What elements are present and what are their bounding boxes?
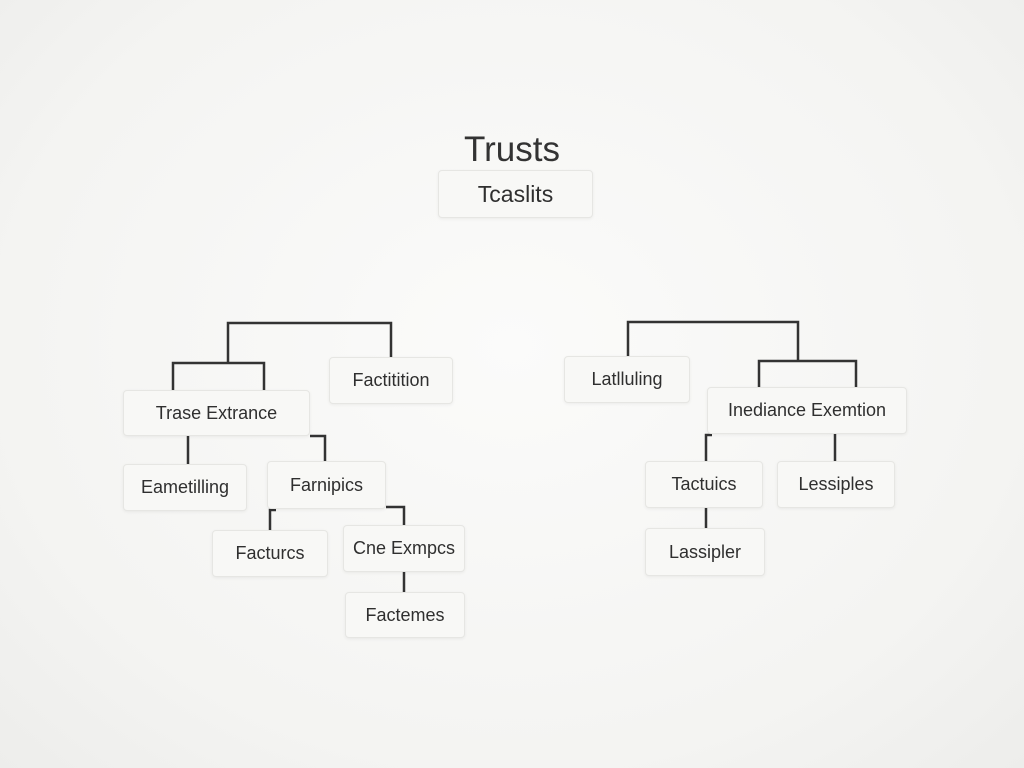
connector: [704, 433, 712, 461]
connector: [310, 434, 327, 461]
diagram-title: Trusts: [464, 130, 560, 169]
node-lessiples: Lessiples: [777, 461, 895, 508]
connector: [268, 508, 276, 530]
connector: [757, 359, 858, 387]
connector: [386, 505, 406, 525]
subtitle-box: Tcaslits: [438, 170, 593, 218]
node-eametilling: Eametilling: [123, 464, 247, 511]
node-tactuics: Tactuics: [645, 461, 763, 508]
connector: [226, 321, 393, 363]
node-cne-exmpcs: Cne Exmpcs: [343, 525, 465, 572]
connector: [171, 361, 266, 390]
node-trase-extrance: Trase Extrance: [123, 390, 310, 436]
node-facturcs: Facturcs: [212, 530, 328, 577]
connector: [626, 320, 800, 361]
node-inediance-exemtion: Inediance Exemtion: [707, 387, 907, 434]
node-factemes: Factemes: [345, 592, 465, 638]
node-factitition: Factitition: [329, 357, 453, 404]
node-latlluling: Latlluling: [564, 356, 690, 403]
node-farnipics: Farnipics: [267, 461, 386, 509]
node-lassipler: Lassipler: [645, 528, 765, 576]
